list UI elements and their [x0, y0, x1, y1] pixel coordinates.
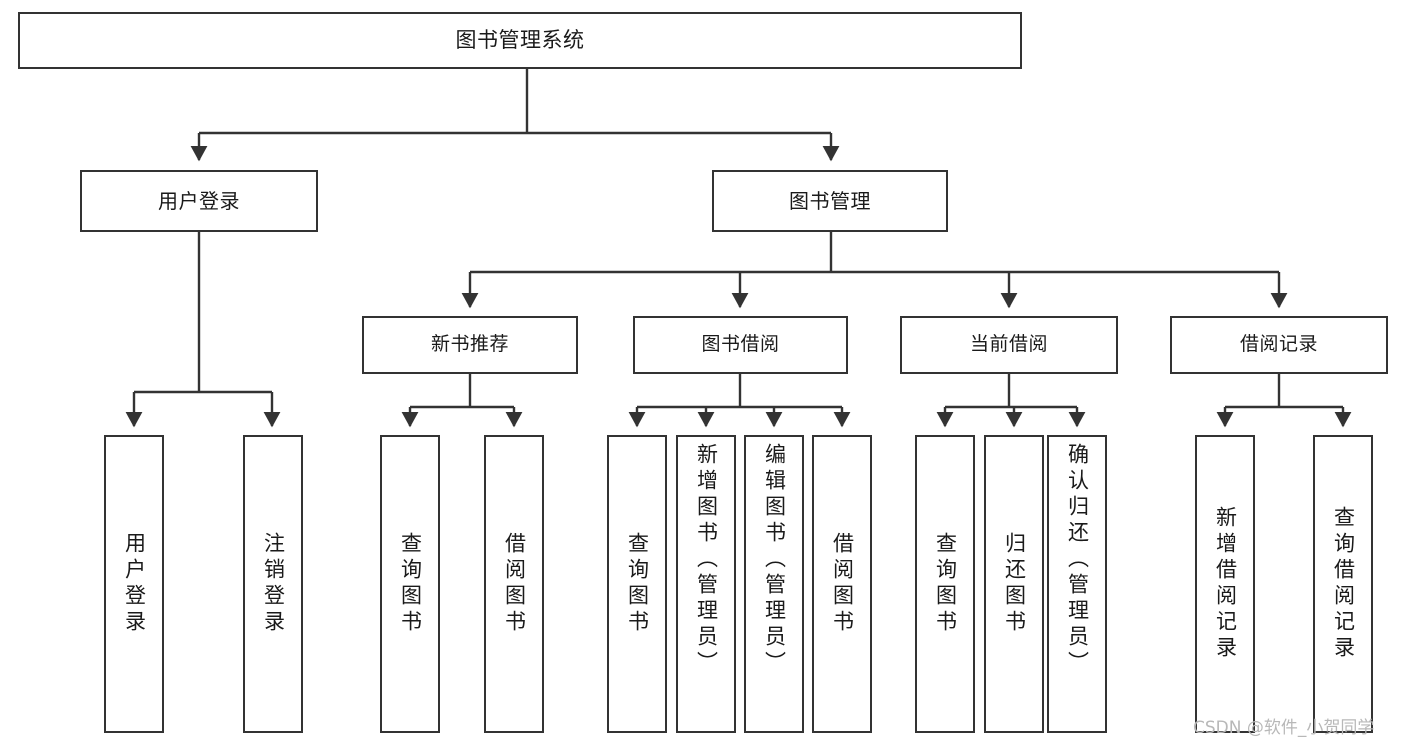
- node-book-borrow[interactable]: 图书借阅: [633, 316, 848, 374]
- node-user-login[interactable]: 用户登录: [80, 170, 318, 232]
- node-label: 图书借阅: [701, 333, 780, 356]
- csdn-watermark: CSDN @软件_小贺同学: [1193, 718, 1375, 738]
- node-label: 借阅图书: [830, 532, 855, 636]
- leaf-current-return-book[interactable]: 归还图书: [984, 435, 1044, 733]
- node-label: 查询图书: [625, 532, 650, 636]
- node-label: 确认归还（管理员）: [1065, 443, 1090, 677]
- node-label: 新书推荐: [430, 333, 509, 356]
- leaf-borrow-edit-book-admin[interactable]: 编辑图书（管理员）: [744, 435, 804, 733]
- leaf-current-query-book[interactable]: 查询图书: [915, 435, 975, 733]
- node-label: 用户登录: [158, 188, 240, 213]
- node-label: 注销登录: [261, 532, 286, 636]
- leaf-new-book-borrow[interactable]: 借阅图书: [484, 435, 544, 733]
- node-label: 当前借阅: [969, 333, 1048, 356]
- leaf-user-login-login[interactable]: 用户登录: [104, 435, 164, 733]
- node-label: 新增图书（管理员）: [694, 443, 719, 677]
- leaf-user-login-logout[interactable]: 注销登录: [243, 435, 303, 733]
- leaf-record-add-record[interactable]: 新增借阅记录: [1195, 435, 1255, 733]
- node-label: 借阅记录: [1239, 333, 1318, 356]
- node-label: 用户登录: [122, 532, 147, 636]
- node-label: 查询借阅记录: [1331, 506, 1356, 662]
- node-book-management[interactable]: 图书管理: [712, 170, 948, 232]
- node-current-borrow[interactable]: 当前借阅: [900, 316, 1118, 374]
- node-label: 查询图书: [398, 532, 423, 636]
- leaf-borrow-query-book[interactable]: 查询图书: [607, 435, 667, 733]
- leaf-record-query-record[interactable]: 查询借阅记录: [1313, 435, 1373, 733]
- leaf-new-book-query[interactable]: 查询图书: [380, 435, 440, 733]
- node-label: 新增借阅记录: [1213, 506, 1238, 662]
- node-borrow-record[interactable]: 借阅记录: [1170, 316, 1388, 374]
- node-label: 图书管理: [789, 188, 871, 213]
- node-new-book-recommend[interactable]: 新书推荐: [362, 316, 578, 374]
- node-label: 编辑图书（管理员）: [762, 443, 787, 677]
- node-label: 图书管理系统: [455, 27, 585, 52]
- node-label: 归还图书: [1002, 532, 1027, 636]
- node-label: 查询图书: [933, 532, 958, 636]
- leaf-current-confirm-return-admin[interactable]: 确认归还（管理员）: [1047, 435, 1107, 733]
- node-label: 借阅图书: [502, 532, 527, 636]
- leaf-borrow-borrow-book[interactable]: 借阅图书: [812, 435, 872, 733]
- node-system-root[interactable]: 图书管理系统: [18, 12, 1022, 69]
- leaf-borrow-add-book-admin[interactable]: 新增图书（管理员）: [676, 435, 736, 733]
